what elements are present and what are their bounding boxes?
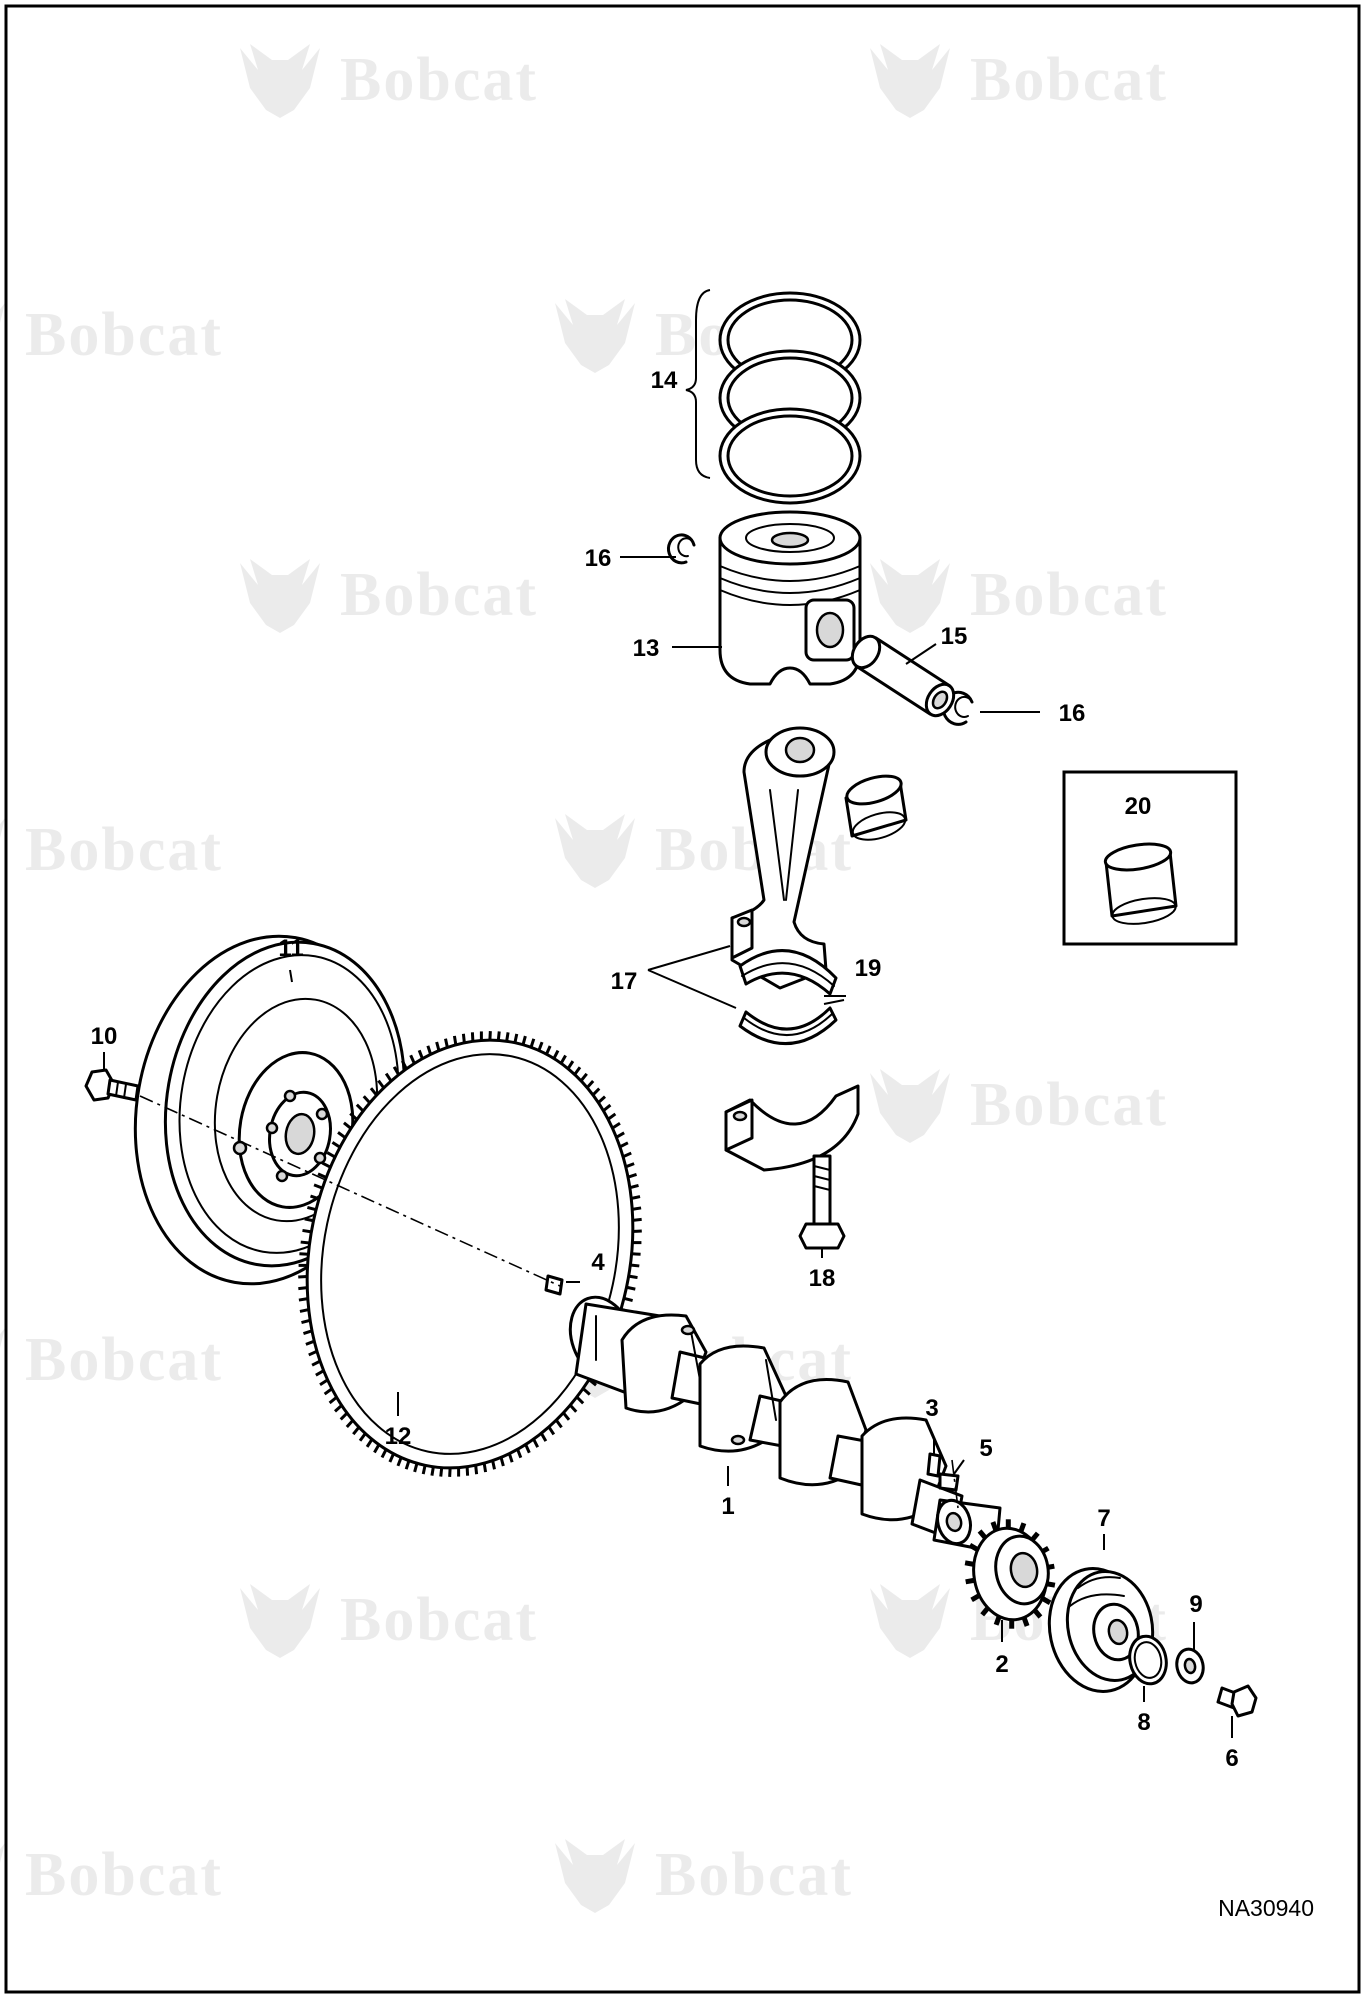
watermark-text: Bobcat <box>25 301 223 369</box>
watermark-text: Bobcat <box>25 816 223 884</box>
bobcat-logo-icon <box>870 559 950 633</box>
watermark-text: Bobcat <box>340 46 538 114</box>
snap-ring-left <box>667 533 696 565</box>
watermark: Bobcat <box>0 814 223 888</box>
callout-7: 7 <box>1097 1505 1110 1532</box>
crankshaft <box>568 1295 1002 1554</box>
drawing-border <box>4 4 1361 1994</box>
watermark: Bobcat <box>870 559 1168 633</box>
callout-3: 3 <box>925 1395 938 1422</box>
callout-4: 4 <box>591 1249 605 1276</box>
watermark-text: Bobcat <box>340 1586 538 1654</box>
callout-13: 13 <box>633 635 660 662</box>
callout-11: 11 <box>278 935 303 962</box>
watermark-text: Bobcat <box>655 1841 853 1909</box>
callout-9: 9 <box>1189 1591 1202 1618</box>
bearing-shell-lower <box>738 1006 838 1046</box>
piston-rings <box>685 289 862 505</box>
key-3 <box>926 1452 942 1478</box>
watermark: Bobcat <box>870 1069 1168 1143</box>
bobcat-logo-icon <box>240 44 320 118</box>
callout-2: 2 <box>995 1651 1008 1678</box>
leader-lines <box>103 556 1233 1738</box>
callout-1: 1 <box>721 1493 734 1520</box>
callout-17: 17 <box>611 968 638 995</box>
bobcat-logo-icon <box>870 44 950 118</box>
bearing-shell-upper <box>738 949 838 996</box>
crank-axis-line <box>951 1459 959 1509</box>
flywheel-axis-line <box>139 1095 561 1287</box>
watermark-text: Bobcat <box>25 1326 223 1394</box>
bobcat-logo-icon <box>870 1584 950 1658</box>
callout-20: 20 <box>1125 793 1152 820</box>
piston-pin <box>850 634 956 718</box>
callout-16-left: 16 <box>585 545 612 572</box>
bobcat-logo-icon <box>0 1839 5 1913</box>
o-ring <box>1128 1634 1168 1686</box>
watermark: Bobcat <box>240 559 538 633</box>
bobcat-logo-icon <box>555 1839 635 1913</box>
bobcat-logo-icon <box>0 1324 5 1398</box>
bobcat-logo-icon <box>555 299 635 373</box>
watermark: Bobcat <box>555 1839 853 1913</box>
piston <box>718 510 862 686</box>
bobcat-logo-icon <box>0 299 5 373</box>
bobcat-logo-icon <box>240 1584 320 1658</box>
bushing-inset-box <box>1062 770 1238 946</box>
bobcat-logo-icon <box>555 814 635 888</box>
bobcat-logo-icon <box>0 814 5 888</box>
bobcat-logo-icon <box>870 1069 950 1143</box>
callout-14: 14 <box>651 367 678 394</box>
watermark: Bobcat <box>0 1839 223 1913</box>
callout-6: 6 <box>1225 1745 1238 1772</box>
watermark: Bobcat <box>240 44 538 118</box>
callout-12: 12 <box>385 1423 412 1450</box>
callout-18: 18 <box>809 1265 836 1292</box>
small-end-bushing <box>844 774 908 841</box>
callout-8: 8 <box>1137 1709 1150 1736</box>
crank-pulley <box>1047 1567 1155 1693</box>
callout-16-right: 16 <box>1059 700 1086 727</box>
connecting-rod <box>730 726 836 990</box>
gear-tooth <box>513 1033 519 1044</box>
watermark-text: Bobcat <box>970 1071 1168 1139</box>
dowel-pin <box>544 1274 564 1296</box>
watermark: Bobcat <box>0 1324 223 1398</box>
drawing-number: NA30940 <box>1218 1895 1314 1921</box>
washer <box>1175 1647 1205 1685</box>
watermark-text: Bobcat <box>340 561 538 629</box>
callout-19: 19 <box>855 955 882 982</box>
callout-5: 5 <box>979 1435 992 1462</box>
crank-gear <box>964 1519 1056 1629</box>
watermark-text: Bobcat <box>970 46 1168 114</box>
watermark: Bobcat <box>0 299 223 373</box>
bobcat-logo-icon <box>240 559 320 633</box>
connecting-rod-cap <box>724 1084 860 1172</box>
pulley-bolt <box>1216 1684 1258 1718</box>
ring-gear <box>298 1031 642 1477</box>
cap-bolt <box>798 1154 846 1250</box>
watermark: Bobcat <box>240 1584 538 1658</box>
flywheel-bolt <box>84 1068 140 1102</box>
watermark: Bobcat <box>870 44 1168 118</box>
callout-10: 10 <box>91 1023 118 1050</box>
callout-15: 15 <box>941 623 968 650</box>
watermark-text: Bobcat <box>25 1841 223 1909</box>
watermark-text: Bobcat <box>970 561 1168 629</box>
